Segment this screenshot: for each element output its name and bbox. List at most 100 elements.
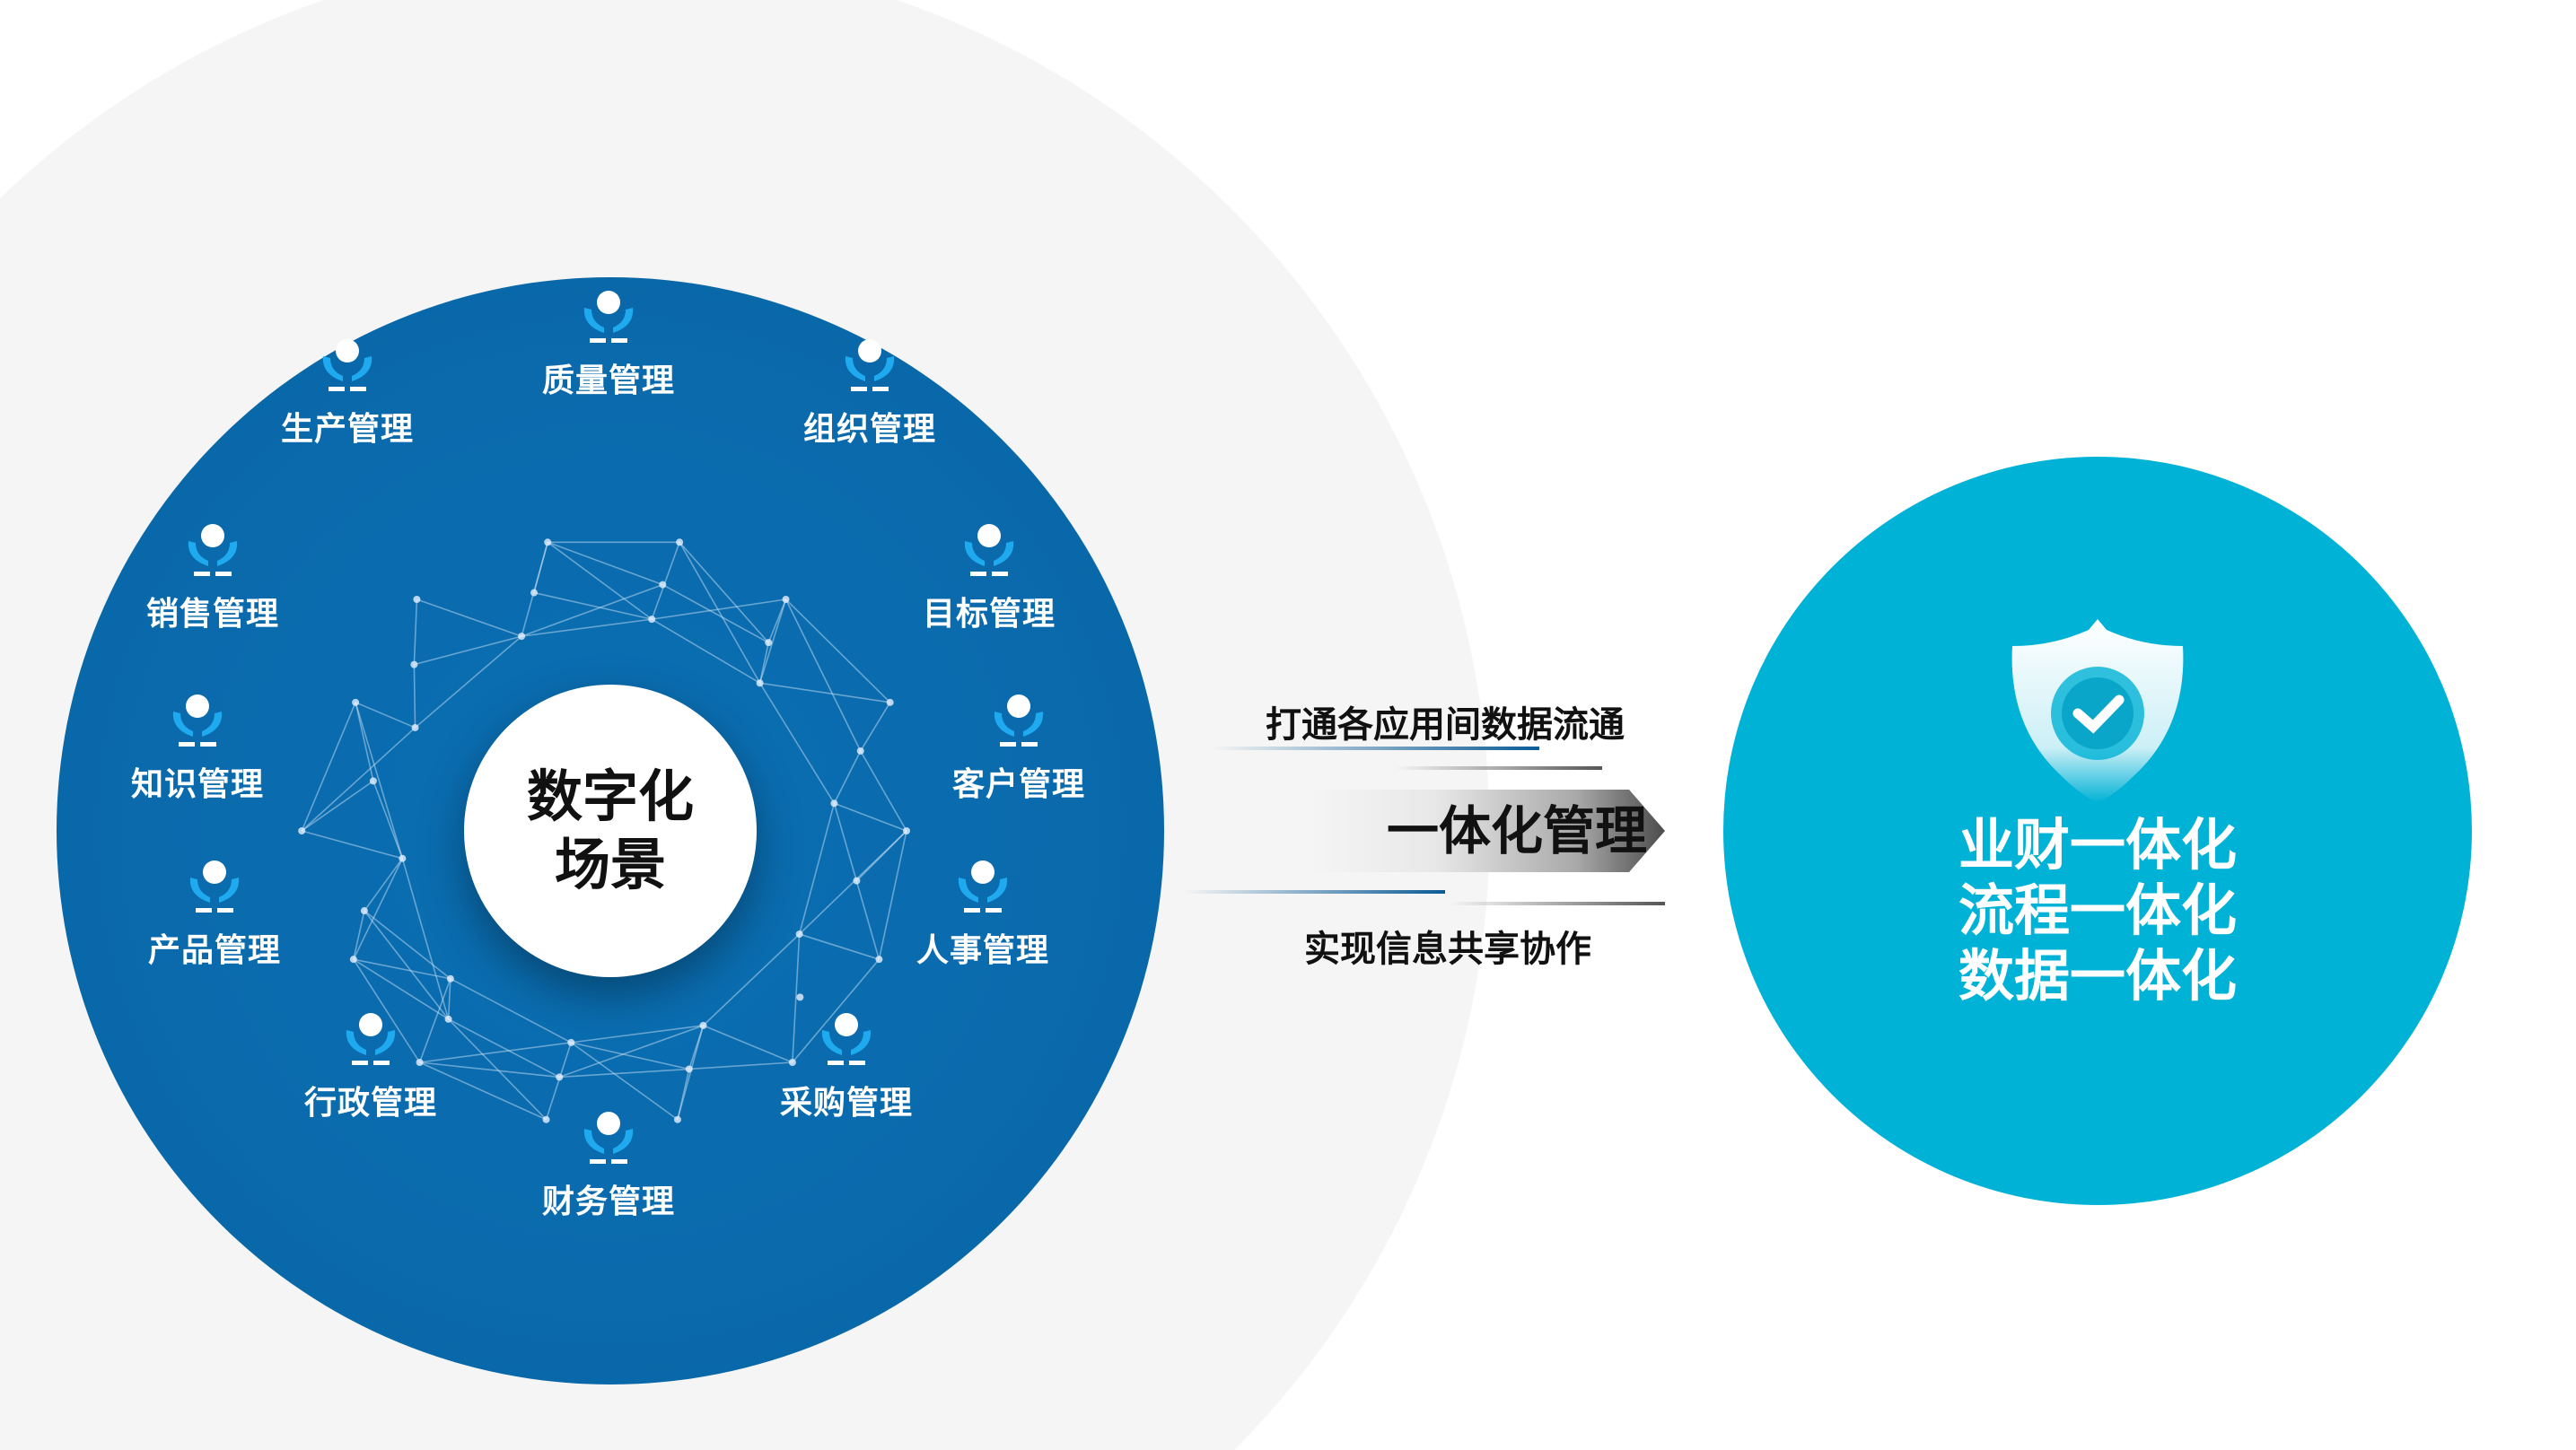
module-9: 知识管理 <box>90 686 305 805</box>
mesh-node <box>782 595 790 603</box>
monitor-shield-icon <box>172 694 223 747</box>
mesh-line <box>448 1018 548 1121</box>
mesh-line <box>688 1061 793 1070</box>
module-label: 产品管理 <box>147 932 281 969</box>
mesh-node <box>369 777 377 785</box>
mesh-line <box>301 702 356 832</box>
mesh-line <box>547 541 663 586</box>
mesh-node <box>567 1038 575 1046</box>
mesh-line <box>860 702 891 752</box>
mesh-line <box>878 830 907 960</box>
mesh-line <box>447 978 451 1019</box>
mesh-line <box>353 958 451 980</box>
layers-hands-icon <box>964 524 1014 576</box>
mesh-line <box>571 1025 704 1044</box>
mesh-line <box>413 598 418 665</box>
mesh-node <box>875 956 883 964</box>
mesh-node <box>903 827 910 834</box>
module-0: 质量管理 <box>501 283 716 401</box>
mesh-line <box>834 802 907 832</box>
module-5: 采购管理 <box>739 1005 954 1123</box>
divider-line <box>1212 747 1539 750</box>
module-8: 产品管理 <box>107 852 322 971</box>
result-line: 数据一体化 <box>1958 943 2237 1009</box>
mesh-line <box>767 598 787 643</box>
mesh-node <box>699 1021 707 1029</box>
arrow-banner <box>1310 790 1665 872</box>
mesh-line <box>570 1042 679 1121</box>
mesh-line <box>419 1061 560 1079</box>
mesh-line <box>759 682 890 703</box>
module-7: 行政管理 <box>263 1005 478 1123</box>
mesh-line <box>419 1042 572 1063</box>
globe-hands-icon <box>583 291 634 343</box>
mesh-node <box>349 956 357 964</box>
mesh-line <box>521 618 653 637</box>
medical-cross-hands-icon <box>845 339 895 391</box>
mesh-line <box>792 934 801 1063</box>
module-label: 质量管理 <box>541 362 675 399</box>
mesh-line <box>355 702 416 729</box>
mesh-line <box>301 727 416 832</box>
shield-person-icon <box>346 1013 396 1065</box>
mesh-line <box>792 958 881 1063</box>
mesh-node <box>853 877 861 885</box>
mesh-node <box>830 799 838 808</box>
mesh-line <box>799 830 907 935</box>
mesh-line <box>301 780 374 832</box>
module-11: 生产管理 <box>240 331 455 450</box>
mesh-line <box>679 541 761 684</box>
mesh-node <box>410 660 418 668</box>
module-label: 知识管理 <box>130 766 264 803</box>
house-shield-icon <box>189 860 240 913</box>
mesh-line <box>702 933 801 1026</box>
mesh-line <box>651 618 761 684</box>
mesh-node <box>556 1073 564 1081</box>
mesh-line <box>688 1025 705 1070</box>
mesh-line <box>353 910 365 960</box>
mesh-line <box>450 978 572 1044</box>
mesh-node <box>446 974 454 983</box>
person-hands-icon <box>958 860 1008 913</box>
mesh-node <box>444 1015 452 1023</box>
center-circle: 数字化 场景 <box>464 685 757 977</box>
mesh-line <box>703 1025 793 1063</box>
mesh-line <box>414 635 522 666</box>
mesh-line <box>855 830 907 882</box>
mesh-line <box>355 702 404 859</box>
mesh-line <box>364 858 404 912</box>
top-caption: 打通各应用间数据流通 <box>1266 704 1625 746</box>
mesh-line <box>784 598 891 703</box>
mesh-line <box>416 598 522 637</box>
mesh-line <box>301 830 403 860</box>
mesh-line <box>677 1069 690 1120</box>
mesh-line <box>418 978 451 1063</box>
mesh-line <box>448 1018 560 1079</box>
mesh-node <box>411 723 419 731</box>
mesh-node <box>756 679 764 687</box>
mesh-node <box>413 595 421 603</box>
divider-line <box>1396 766 1602 770</box>
mesh-node <box>360 907 368 915</box>
mesh-node <box>544 538 552 546</box>
mesh-node <box>765 639 773 647</box>
shield-check-icon <box>2011 619 2184 803</box>
dollar-hands-icon <box>188 524 238 576</box>
mesh-line <box>758 642 770 684</box>
mesh-line <box>547 541 653 620</box>
mesh-line <box>833 750 862 804</box>
mesh-line <box>798 803 836 935</box>
module-label: 行政管理 <box>303 1085 437 1122</box>
mesh-line <box>353 958 450 1020</box>
module-3: 客户管理 <box>911 686 1126 805</box>
divider-line <box>1450 902 1665 905</box>
module-label: 人事管理 <box>916 932 1049 969</box>
mesh-line <box>799 933 880 960</box>
mesh-line <box>353 858 404 960</box>
mesh-node <box>530 589 538 597</box>
chart-hands-icon <box>821 1013 872 1065</box>
mesh-node <box>856 747 864 755</box>
module-label: 财务管理 <box>541 1184 675 1220</box>
mesh-line <box>364 910 451 980</box>
mesh-line <box>758 598 787 684</box>
